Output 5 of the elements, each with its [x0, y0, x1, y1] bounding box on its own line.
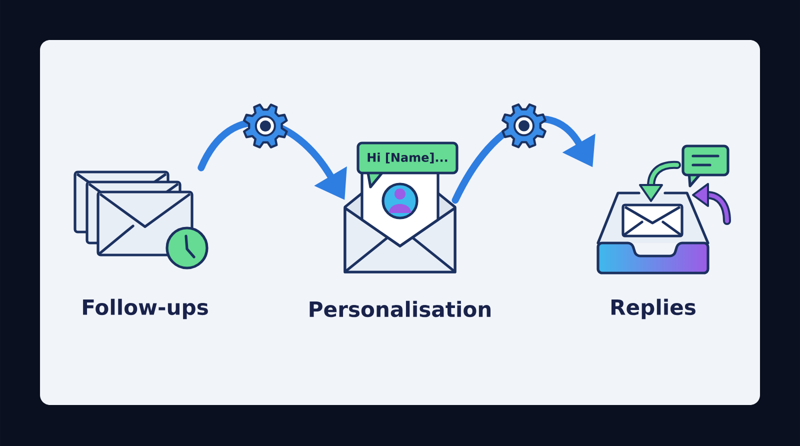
speech-bubble: Hi [Name]...	[356, 142, 458, 188]
step-label: Replies	[612, 298, 696, 320]
step-label: Personalisation	[310, 300, 490, 318]
curved-arrow	[452, 116, 596, 204]
step-label: Follow-ups	[83, 298, 208, 320]
